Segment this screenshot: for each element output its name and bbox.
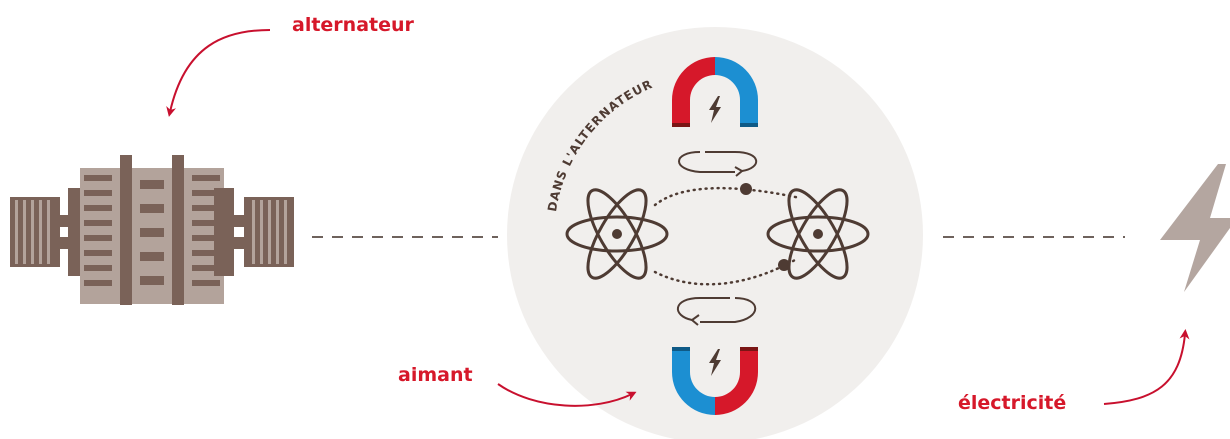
label-magnet: aimant — [398, 364, 473, 386]
alternator-machine-icon — [10, 155, 294, 305]
rotation-arrow-icon — [678, 151, 758, 177]
atom-icon — [766, 188, 870, 280]
arrow-alternator — [166, 29, 271, 117]
arrow-electricity — [1103, 329, 1190, 405]
electron — [740, 183, 752, 195]
horseshoe-magnet-icon — [672, 347, 758, 415]
electron — [778, 259, 790, 271]
label-alternator: alternateur — [292, 14, 414, 36]
alternator-inside-circle — [507, 27, 923, 439]
rotation-arrow-icon — [676, 297, 756, 326]
horseshoe-magnet-icon — [672, 57, 758, 127]
electron-path-bottom — [653, 258, 797, 286]
lightning-bolt-icon — [1160, 164, 1230, 292]
label-electricity: électricité — [958, 392, 1067, 414]
arrow-magnet — [497, 383, 637, 407]
atom-icon — [565, 188, 669, 280]
electron-path-top — [653, 186, 802, 207]
